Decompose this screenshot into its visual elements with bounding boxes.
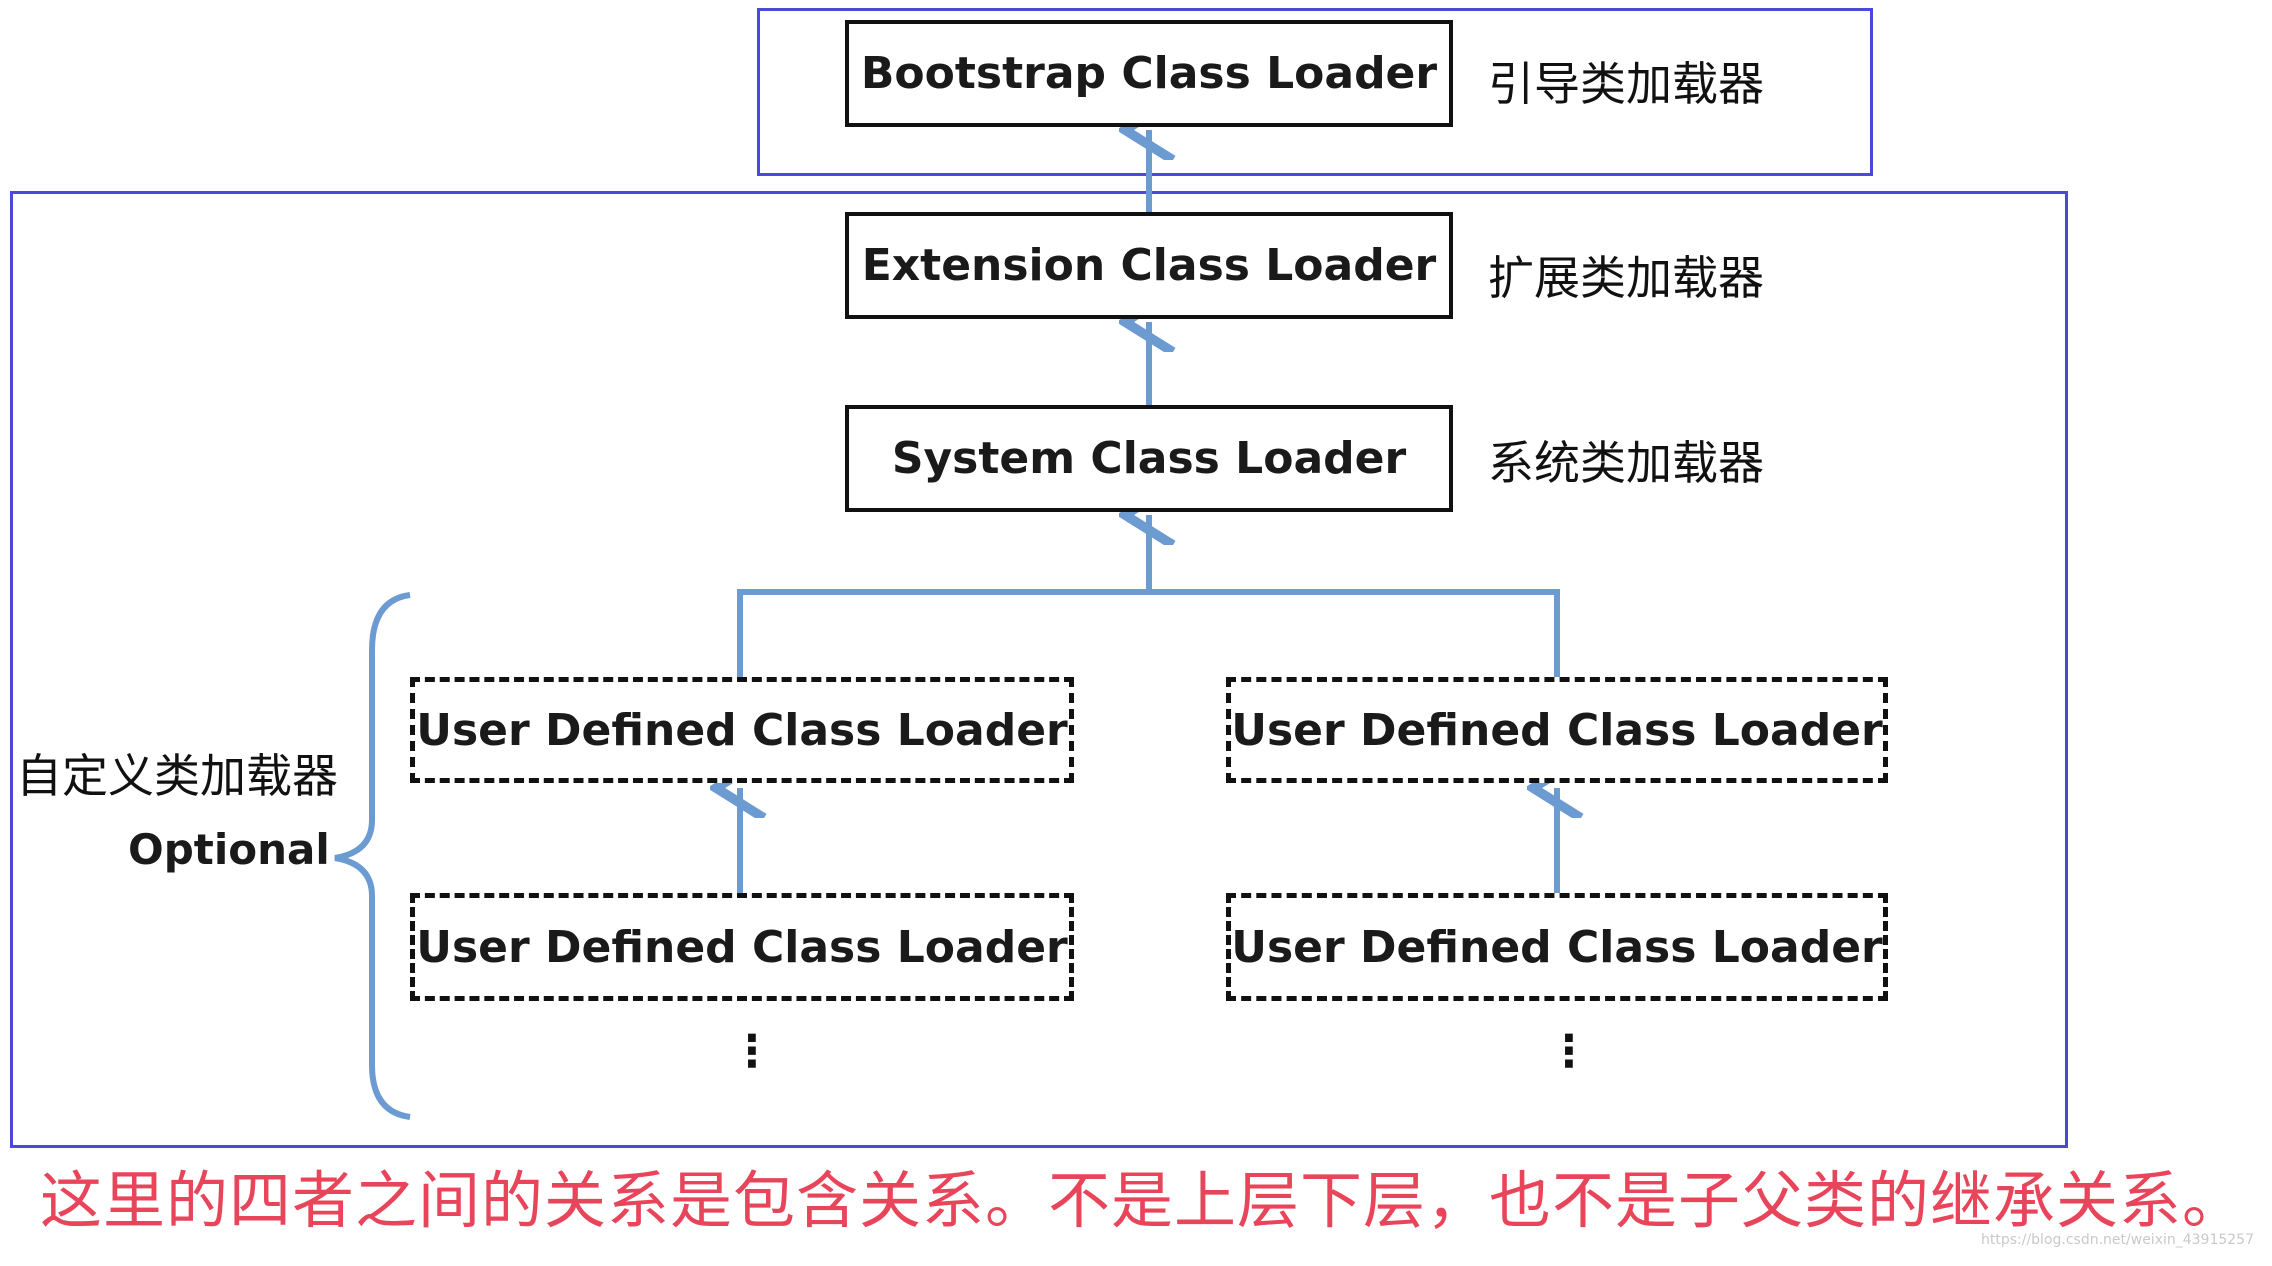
label-system-cn: 系统类加载器 — [1488, 436, 1764, 490]
bootstrap-class-loader-node: Bootstrap Class Loader — [845, 20, 1453, 127]
ellipsis-left: ⋮ — [730, 1026, 774, 1077]
optional-brace — [334, 592, 411, 1120]
user-defined-loader-top-left: User Defined Class Loader — [410, 677, 1074, 783]
label-optional: Optional — [128, 825, 330, 874]
extension-class-loader-node: Extension Class Loader — [845, 212, 1453, 319]
bootstrap-group-frame — [757, 8, 1873, 176]
jvm-loaders-group-frame — [10, 191, 2068, 1148]
user-defined-loader-top-right: User Defined Class Loader — [1226, 677, 1888, 783]
label-custom-cn: 自定义类加载器 — [16, 749, 338, 803]
label-bootstrap-cn: 引导类加载器 — [1488, 57, 1764, 111]
system-class-loader-node: System Class Loader — [845, 405, 1453, 512]
relationship-caption: 这里的四者之间的关系是包含关系。不是上层下层，也不是子父类的继承关系。 — [40, 1164, 2246, 1237]
ellipsis-right: ⋮ — [1547, 1026, 1591, 1077]
connector-user-to-system — [737, 589, 1560, 677]
user-defined-loader-bottom-right: User Defined Class Loader — [1226, 893, 1888, 1001]
label-extension-cn: 扩展类加载器 — [1488, 251, 1764, 305]
source-watermark: https://blog.csdn.net/weixin_43915257 — [1980, 1232, 2254, 1248]
user-defined-loader-bottom-left: User Defined Class Loader — [410, 893, 1074, 1001]
